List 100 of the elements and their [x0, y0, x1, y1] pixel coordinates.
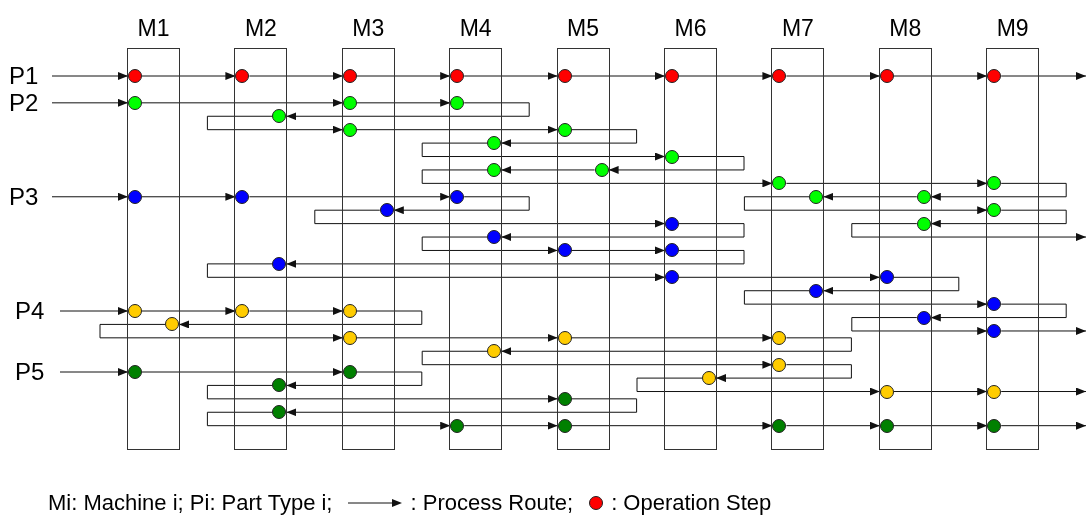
operation-step-dot [128, 189, 142, 204]
operation-step-dot [165, 317, 179, 332]
process-route-arrow [285, 371, 423, 390]
process-route-arrow [285, 249, 745, 268]
operation-step-dot [772, 69, 787, 83]
process-route-arrow [785, 421, 881, 430]
process-route-arrow [356, 333, 559, 342]
legend-label: : Operation Step [611, 490, 772, 516]
operation-step-dot [128, 69, 142, 83]
process-route-arrow [421, 169, 773, 188]
process-route-arrow [500, 337, 852, 356]
process-route-arrow [314, 209, 666, 228]
operation-step-dot [450, 95, 465, 110]
operation-step-dot [987, 323, 1002, 338]
process-route-arrow [785, 179, 988, 188]
process-route-arrow [930, 182, 1067, 201]
operation-step-dot [809, 283, 824, 298]
operation-step-dot [450, 418, 465, 433]
operation-step-dot [665, 243, 679, 258]
process-route-arrow [141, 98, 344, 107]
operation-step-dot [487, 162, 502, 177]
part-label: P2 [9, 88, 39, 117]
process-route-arrow [141, 368, 344, 376]
process-route-arrow [421, 142, 666, 161]
process-route-arrow [285, 398, 638, 417]
operation-step-dot [272, 378, 287, 393]
process-route-arrow [500, 223, 745, 242]
process-route-arrow [678, 273, 881, 282]
machine-label: M2 [243, 14, 278, 42]
process-route-arrow [608, 156, 745, 174]
machine-label: M7 [780, 14, 815, 42]
process-route-arrow [500, 129, 638, 148]
operation-step-dot [772, 330, 787, 345]
process-route-arrow [571, 246, 666, 255]
process-route-arrow [893, 72, 988, 80]
operation-step-dot [916, 310, 931, 325]
process-route-arrow [421, 236, 559, 255]
operation-step-dot [665, 149, 679, 164]
process-route-arrow [851, 223, 1087, 242]
process-route-arrow [743, 290, 988, 309]
operation-step-dot [665, 216, 679, 231]
operation-step-dot [487, 230, 502, 245]
part-label: P4 [15, 297, 45, 325]
operation-step-dot [987, 384, 1002, 399]
process-route-arrow [356, 125, 559, 134]
process-route-arrow [463, 421, 559, 430]
operation-step-dot [665, 69, 679, 83]
operation-step-dot [987, 176, 1002, 191]
process-route-arrow [851, 317, 988, 335]
legend-note: Mi: Machine i; Pi: Part Type i; [48, 490, 333, 516]
operation-step-dot [379, 203, 394, 218]
process-route-arrow [571, 421, 773, 430]
operation-step-dot [772, 418, 787, 433]
process-route-arrow [356, 72, 451, 80]
legend-label: : Process Route; [410, 490, 574, 516]
operation-step-dot [987, 297, 1002, 312]
process-route-arrow [678, 72, 773, 80]
process-route-arrow [59, 368, 129, 376]
process-route-arrow [59, 307, 129, 315]
operation-step-dot [235, 304, 250, 318]
machine-label: M9 [995, 14, 1030, 42]
operation-step-dot [128, 365, 142, 379]
process-route-arrow [1000, 72, 1087, 80]
operation-step-dot [987, 203, 1002, 218]
process-route-arrow [99, 323, 344, 342]
process-route-arrow [206, 384, 559, 403]
operation-step-dot [272, 405, 287, 420]
process-route-arrow [571, 72, 666, 80]
process-route-arrow [715, 364, 852, 383]
process-route-arrow [141, 192, 236, 201]
process-route-arrow [206, 411, 451, 430]
process-route-arrow [930, 303, 1067, 322]
machine-label: M8 [888, 14, 923, 42]
process-route-arrow [822, 192, 918, 201]
process-route-arrow [206, 115, 344, 134]
operation-step-dot [450, 69, 465, 83]
part-label: P1 [9, 62, 39, 90]
operation-step-dot [987, 418, 1002, 433]
operation-step-dot [916, 216, 931, 231]
operation-step-dot [128, 304, 142, 318]
process-route-arrow [785, 72, 881, 80]
part-label: P3 [9, 182, 39, 211]
process-route-arrow [636, 377, 881, 396]
operation-step-dot [702, 371, 716, 386]
operation-step-dot [916, 189, 931, 204]
process-route-arrow [463, 72, 559, 80]
part-label: P5 [15, 358, 45, 386]
process-route-arrow [571, 333, 773, 342]
operation-step-dot [665, 270, 679, 285]
operation-step-dot [235, 189, 250, 204]
process-route-arrow [893, 387, 988, 396]
operation-step-dot [450, 189, 465, 204]
operation-step-dot [772, 176, 787, 191]
process-route-arrow [248, 72, 344, 80]
machine-label: M6 [673, 14, 708, 42]
process-route-arrow [421, 350, 773, 369]
process-route-arrow [206, 263, 666, 282]
process-route-arrow [248, 307, 344, 315]
process-route-arrow [1000, 387, 1087, 396]
operation-step-dot [594, 162, 609, 177]
